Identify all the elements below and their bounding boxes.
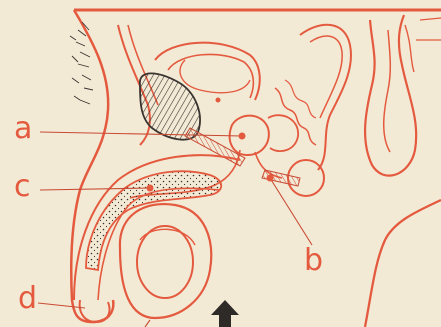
rectum bbox=[300, 25, 351, 170]
body-outline bbox=[71, 10, 113, 322]
gluteal-contour bbox=[365, 200, 441, 327]
label-c: c bbox=[14, 172, 31, 202]
scrotum bbox=[120, 204, 211, 318]
ejaculatory-duct bbox=[185, 128, 245, 166]
leader-lines bbox=[38, 132, 312, 327]
pubic-hair bbox=[70, 22, 93, 104]
up-arrow-icon bbox=[211, 300, 239, 327]
testis bbox=[137, 226, 193, 298]
label-b: b bbox=[304, 246, 323, 276]
label-d: d bbox=[18, 284, 37, 314]
label-a: a bbox=[14, 114, 32, 144]
prostate-gland-outline bbox=[268, 115, 298, 151]
glans bbox=[80, 300, 110, 322]
